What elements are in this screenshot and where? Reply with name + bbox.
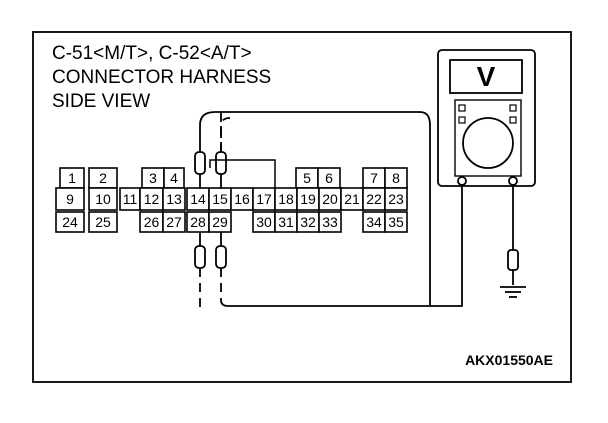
probe-lower-right bbox=[215, 245, 227, 269]
pin-label: 16 bbox=[234, 191, 250, 207]
title-line-3: SIDE VIEW bbox=[52, 91, 151, 112]
title-line-1: C-51<M/T>, C-52<A/T> bbox=[52, 43, 252, 64]
dashed-lead-top bbox=[220, 117, 231, 152]
pin-label: 10 bbox=[95, 191, 111, 207]
pin-label: 34 bbox=[366, 214, 382, 230]
pin-label: 27 bbox=[166, 214, 182, 230]
pin-label: 9 bbox=[66, 191, 74, 207]
pin-label: 6 bbox=[325, 170, 333, 186]
meter-terminal-v bbox=[508, 176, 518, 186]
meter-symbol: V bbox=[477, 61, 496, 92]
solid-lead bbox=[199, 111, 431, 305]
pin-label: 2 bbox=[99, 170, 107, 186]
meter-lead-left bbox=[228, 186, 463, 307]
ground-probe bbox=[507, 249, 519, 271]
pin-label: 3 bbox=[149, 170, 157, 186]
pin-label: 33 bbox=[322, 214, 338, 230]
probe-leads bbox=[194, 111, 526, 310]
pin-label: 14 bbox=[190, 191, 206, 207]
pin-label: 1 bbox=[68, 170, 76, 186]
meter-terminal-com bbox=[457, 176, 467, 186]
pin-label: 24 bbox=[62, 214, 78, 230]
pin-label: 21 bbox=[344, 191, 360, 207]
pin-label: 35 bbox=[388, 214, 404, 230]
pin-label: 30 bbox=[256, 214, 272, 230]
pin-cell bbox=[318, 211, 342, 233]
pin-label: 13 bbox=[166, 191, 182, 207]
meter-dial bbox=[462, 117, 514, 169]
voltmeter: V bbox=[437, 49, 536, 187]
pin-label: 15 bbox=[212, 191, 228, 207]
probe-lower-left bbox=[194, 245, 206, 269]
title-line-2: CONNECTOR HARNESS bbox=[52, 67, 272, 88]
pin-cell bbox=[162, 187, 186, 211]
pin-label: 7 bbox=[370, 170, 378, 186]
pin-cell bbox=[384, 187, 408, 211]
pin-label: 5 bbox=[303, 170, 311, 186]
pin-label: 19 bbox=[300, 191, 316, 207]
pin-cell bbox=[88, 187, 118, 211]
pin-label: 12 bbox=[144, 191, 160, 207]
pin-cell bbox=[162, 211, 186, 233]
meter-display bbox=[449, 59, 523, 94]
pin-label: 32 bbox=[300, 214, 316, 230]
pin-label: 11 bbox=[123, 191, 138, 207]
pin-label: 25 bbox=[95, 214, 111, 230]
pin-label: 18 bbox=[278, 191, 294, 207]
pin-label: 22 bbox=[366, 191, 382, 207]
frame bbox=[32, 31, 572, 383]
pin-label: 4 bbox=[170, 170, 178, 186]
pin-label: 28 bbox=[190, 214, 206, 230]
pin-label: 17 bbox=[256, 191, 272, 207]
probe-upper-right bbox=[215, 151, 227, 175]
pin-label: 31 bbox=[278, 214, 294, 230]
pin-cell bbox=[55, 187, 85, 211]
pin-cell bbox=[55, 211, 85, 233]
pin-label: 29 bbox=[212, 214, 228, 230]
probe-upper-left bbox=[194, 151, 206, 175]
pin-cell bbox=[384, 211, 408, 233]
pin-label: 20 bbox=[322, 191, 338, 207]
figure-code: AKX01550AE bbox=[465, 352, 553, 368]
pin-label: 26 bbox=[144, 214, 160, 230]
pin-label: 23 bbox=[388, 191, 404, 207]
pin-cell bbox=[88, 211, 118, 233]
pin-label: 8 bbox=[392, 170, 400, 186]
pin-cell bbox=[208, 211, 232, 233]
